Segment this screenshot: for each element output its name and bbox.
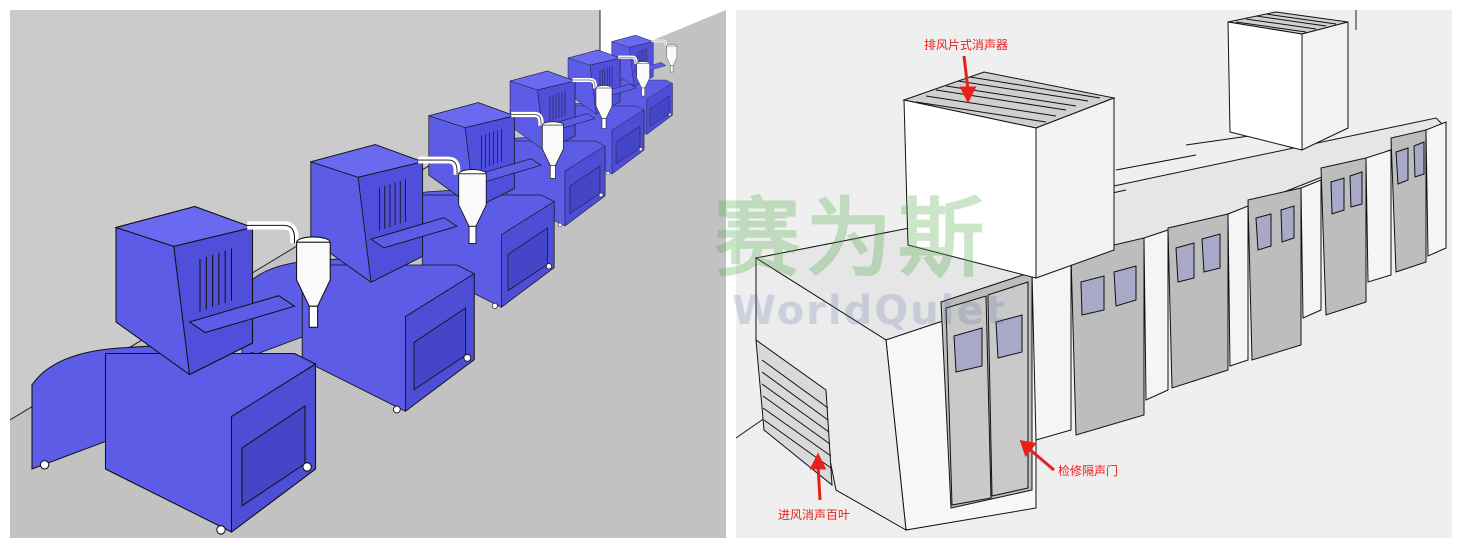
label-maintenance-door: 检修隔声门: [1058, 464, 1119, 478]
enclosure-drawing: [736, 10, 1452, 538]
label-intake-louver: 进风消声百叶: [778, 508, 851, 522]
label-exhaust-silencer: 排风片式消声器: [924, 38, 1009, 52]
crusher-row-view: [10, 10, 726, 538]
enclosure-view: [736, 10, 1452, 538]
crusher-row-drawing: [10, 10, 726, 538]
